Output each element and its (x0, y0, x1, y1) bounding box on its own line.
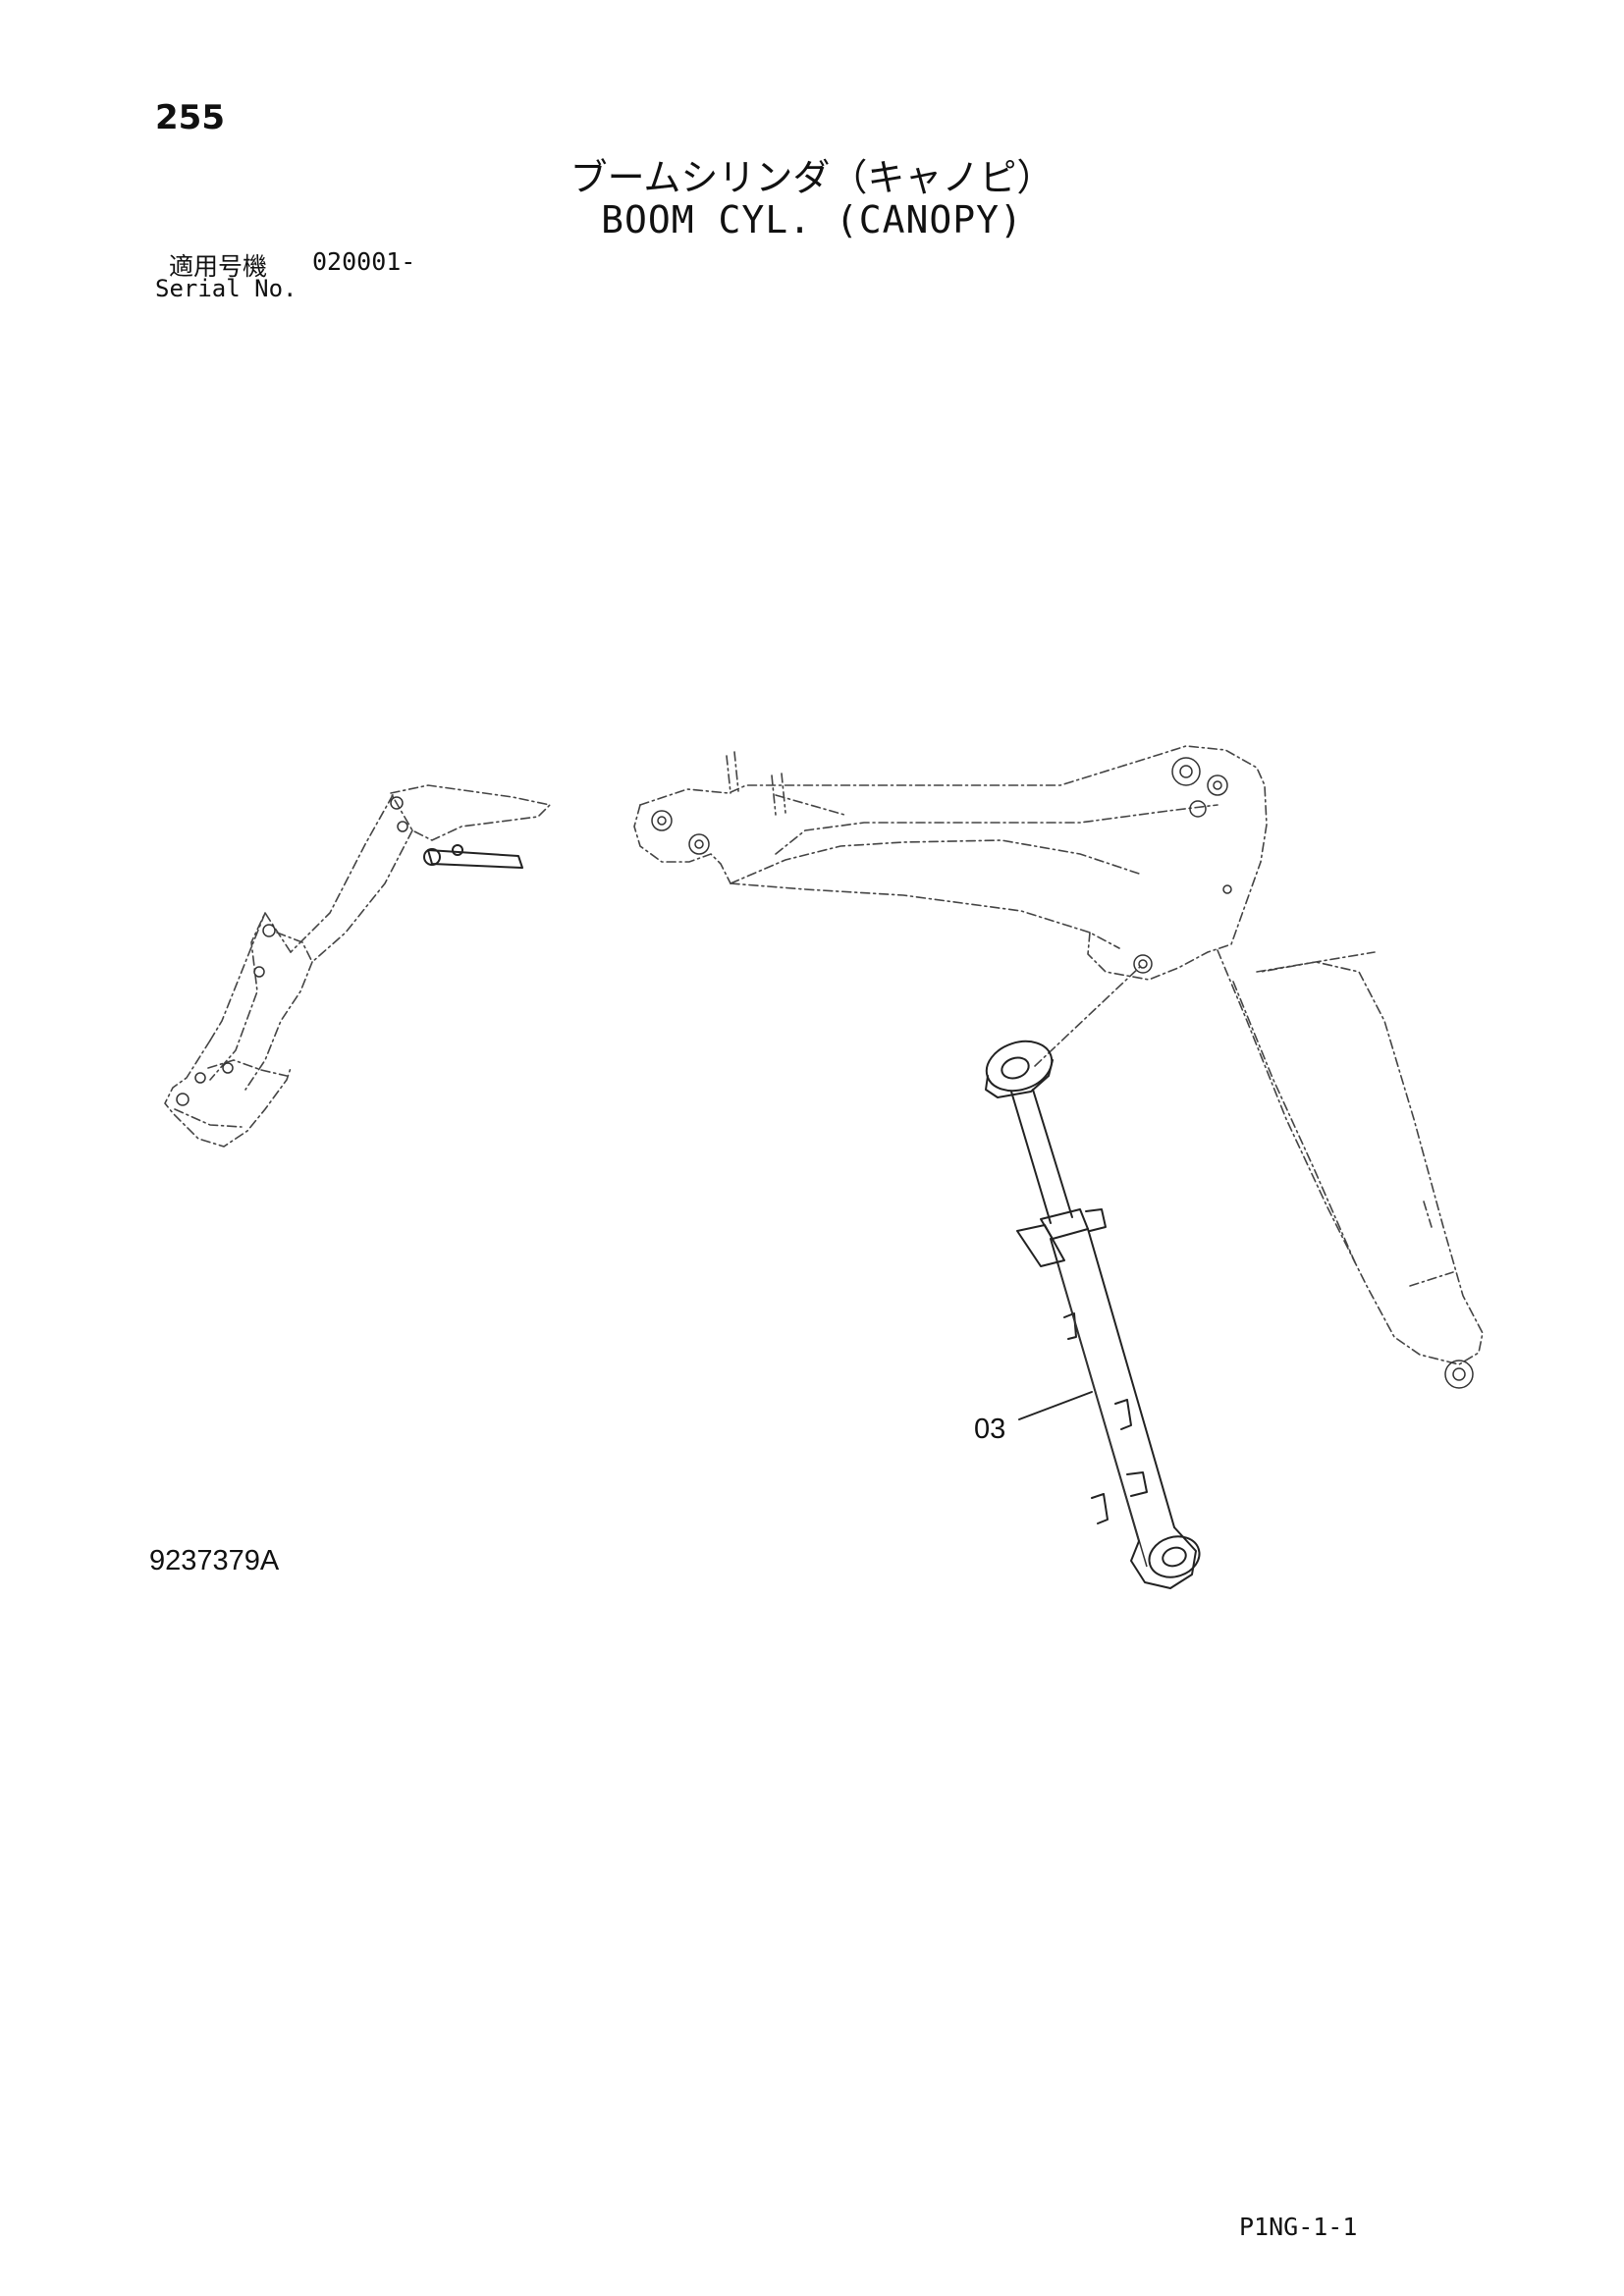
callout-leader-line (1018, 1391, 1093, 1420)
boom-phantom-drawing (633, 745, 1484, 1389)
page-title-english: BOOM CYL. (CANOPY) (601, 198, 1023, 241)
serial-label-english: Serial No. (155, 275, 298, 302)
part-callout-03[interactable]: 03 (974, 1414, 1006, 1445)
page-code: P1NG-1-1 (1239, 2213, 1358, 2241)
boom-cylinder-part[interactable] (980, 965, 1205, 1589)
attachment-overview-drawing (164, 784, 552, 1148)
page-title-japanese: ブームシリンダ（キャノピ） (569, 156, 1055, 199)
serial-label-japanese: 適用号機 (169, 252, 268, 281)
drawing-number: 9237379A (149, 1545, 280, 1576)
serial-number-value: 020001- (312, 247, 416, 276)
page-number: 255 (155, 98, 225, 137)
